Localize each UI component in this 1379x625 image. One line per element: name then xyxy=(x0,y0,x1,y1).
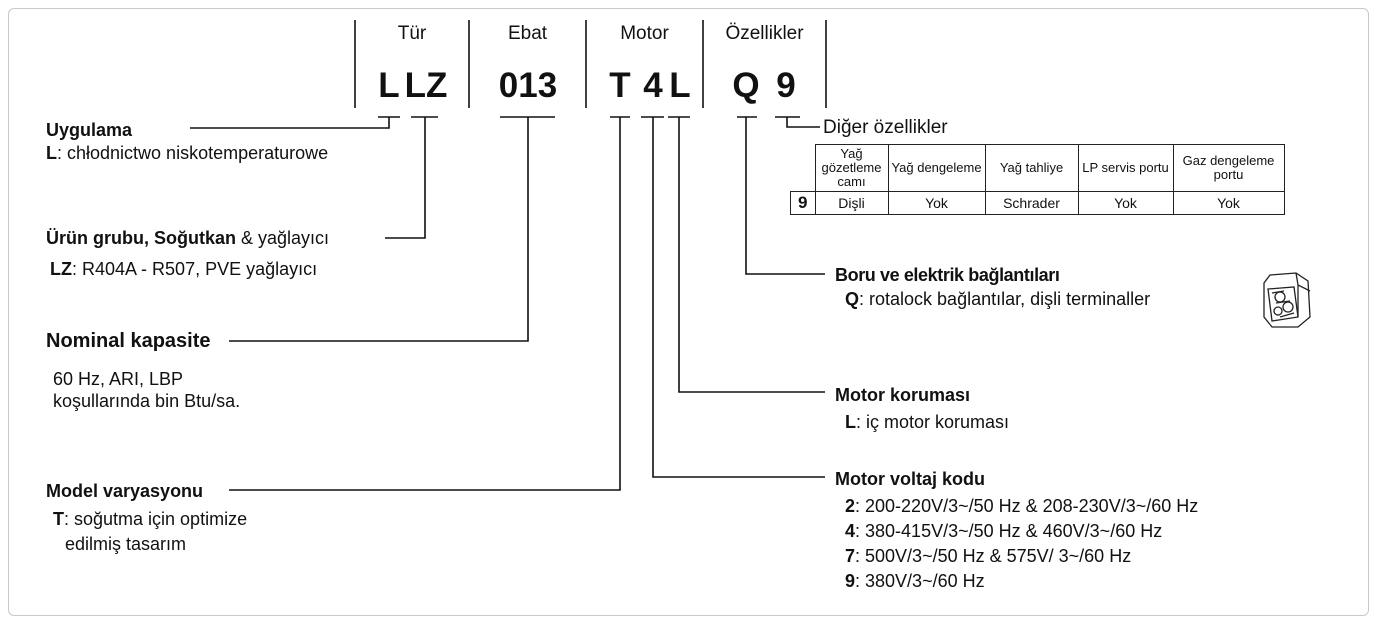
table-header-cell: Yağ tahliye xyxy=(984,144,1079,192)
koruma-desc: L: iç motor koruması xyxy=(845,412,1010,432)
table-header-row: Yağ gözetleme camı Yağ dengeleme Yağ tah… xyxy=(791,144,1285,192)
voltaj-item: 4: 380-415V/3~/50 Hz & 460V/3~/60 Hz xyxy=(845,521,1163,541)
code-l-motor: L xyxy=(669,66,691,105)
uygulama-title: Uygulama xyxy=(46,120,133,140)
diger-title: Diğer özellikler xyxy=(823,117,948,138)
boru-title: Boru ve elektrik bağlantıları xyxy=(835,265,1060,285)
code-l: L xyxy=(378,66,400,105)
table-cell: Yok xyxy=(1172,191,1285,215)
diagram-frame xyxy=(8,8,1369,616)
header-tur: Tür xyxy=(397,23,427,44)
model-title: Model varyasyonu xyxy=(46,481,204,501)
code-q: Q xyxy=(732,66,760,105)
code-lz: LZ xyxy=(404,66,448,105)
uygulama-desc: L: chłodnictwo niskotemperaturowe xyxy=(46,143,329,163)
header-ebat: Ebat xyxy=(507,23,548,44)
urun-desc: LZ: R404A - R507, PVE yağlayıcı xyxy=(50,259,318,279)
voltaj-title: Motor voltaj kodu xyxy=(835,469,985,489)
koruma-title: Motor koruması xyxy=(835,385,971,405)
table-header-cell: Yağ gözetleme camı xyxy=(814,144,889,192)
table-cell: Schrader xyxy=(984,191,1079,215)
table-cell: Yok xyxy=(1077,191,1174,215)
code-t: T xyxy=(609,66,631,105)
voltaj-item: 9: 380V/3~/60 Hz xyxy=(845,571,985,591)
table-header-cell: Yağ dengeleme xyxy=(887,144,986,192)
nominal-title: Nominal kapasite xyxy=(46,330,211,352)
terminal-box-icon xyxy=(1258,269,1316,331)
nominal-line1: 60 Hz, ARI, LBP xyxy=(53,369,184,389)
voltaj-item: 2: 200-220V/3~/50 Hz & 208-230V/3~/60 Hz xyxy=(845,496,1199,516)
model-line1: T: soğutma için optimize xyxy=(53,509,248,529)
table-cell: Dişli xyxy=(814,191,889,215)
nominal-line2: koşullarında bin Btu/sa. xyxy=(53,391,241,411)
code-9: 9 xyxy=(776,66,796,105)
table-header-cell: Gaz dengeleme portu xyxy=(1172,144,1285,192)
table-cell: Yok xyxy=(887,191,986,215)
urun-title: Ürün grubu, Soğutkan & yağlayıcı xyxy=(46,228,330,248)
code-4: 4 xyxy=(643,66,663,105)
header-motor: Motor xyxy=(620,23,669,44)
table-row: 9 Dişli Yok Schrader Yok Yok xyxy=(790,191,1285,215)
model-line2: edilmiş tasarım xyxy=(65,534,187,554)
options-table: Yağ gözetleme camı Yağ dengeleme Yağ tah… xyxy=(790,144,1285,215)
boru-desc: Q: rotalock bağlantılar, dişli terminall… xyxy=(845,289,1151,309)
header-ozellikler: Özellikler xyxy=(725,23,804,44)
voltaj-item: 7: 500V/3~/50 Hz & 575V/ 3~/60 Hz xyxy=(845,546,1132,566)
table-row-key: 9 xyxy=(790,191,816,215)
code-size: 013 xyxy=(498,66,558,105)
table-header-cell: LP servis portu xyxy=(1077,144,1174,192)
table-corner xyxy=(791,145,816,192)
